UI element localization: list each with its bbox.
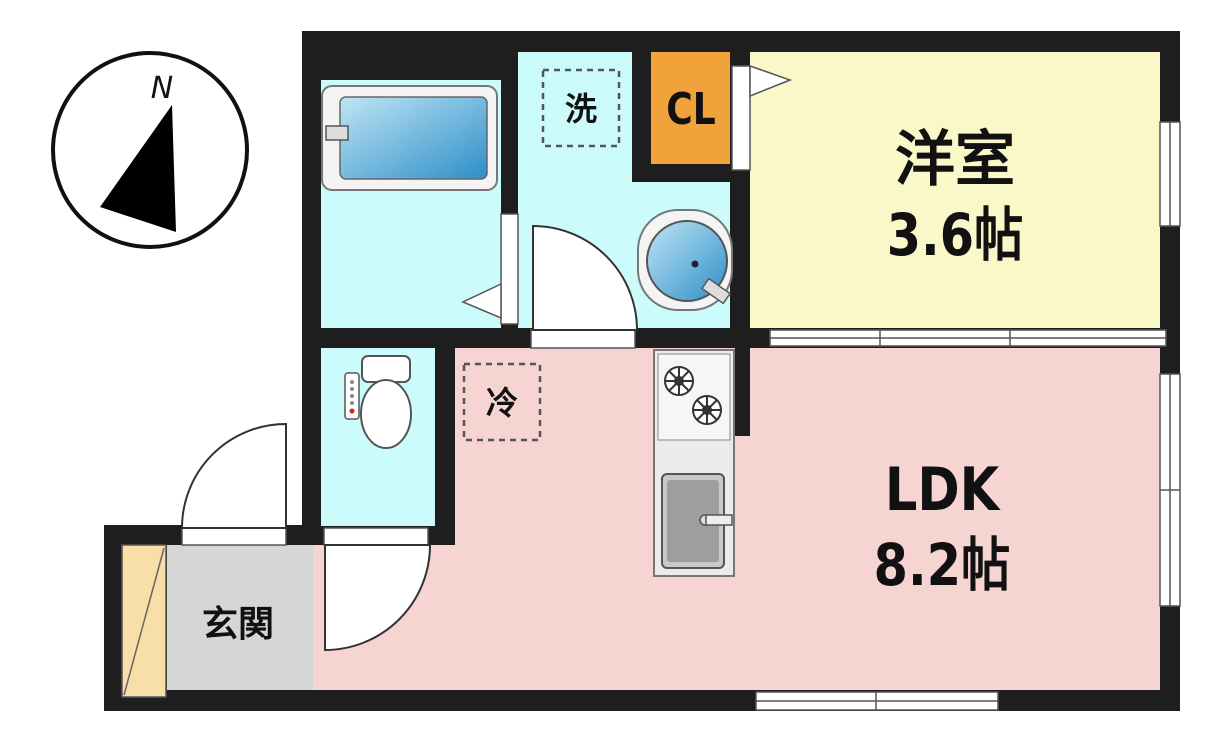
remote-button-red <box>349 408 355 414</box>
wash-basin <box>637 209 733 311</box>
shoebox-diagonal <box>123 547 165 696</box>
western-room-doors <box>769 329 1167 347</box>
closet <box>651 52 730 164</box>
bath-door-panel <box>500 213 519 325</box>
toilet-door <box>323 527 432 652</box>
remote-button <box>350 401 354 405</box>
western-room-name: 洋室 <box>895 125 1015 195</box>
remote-button <box>350 394 354 398</box>
ldk-right <box>737 348 1160 690</box>
basin-drain <box>691 260 699 268</box>
closet-door-panel <box>731 65 751 171</box>
burner-icon <box>664 366 694 396</box>
basin-faucet-icon <box>700 277 732 305</box>
burner-icon <box>692 395 722 425</box>
ldk-size: 8.2帖 <box>874 531 1011 599</box>
compass: N <box>51 51 249 249</box>
entrance-door-swing <box>180 422 287 529</box>
washroom-door-swing <box>532 224 639 331</box>
western-room <box>750 52 1160 328</box>
sink-faucet-icon <box>705 514 733 526</box>
fridge-label: 冷 <box>486 384 518 422</box>
washer-space: 洗 <box>541 68 621 148</box>
bathtub <box>321 85 498 191</box>
kitchen-wall-stub <box>735 348 750 436</box>
window-bottom <box>755 691 999 711</box>
north-arrow-icon <box>100 105 176 232</box>
ldk-name: LDK <box>885 455 1001 525</box>
bathtub-basin <box>339 96 488 180</box>
entrance <box>167 545 313 690</box>
entrance-door <box>180 422 287 546</box>
sink-basin <box>667 480 719 562</box>
remote-button <box>350 380 354 384</box>
closet-door <box>731 64 793 171</box>
north-label: N <box>151 71 173 106</box>
entrance-door-threshold <box>181 527 287 546</box>
fridge-outline <box>462 362 542 442</box>
toilet <box>344 355 412 449</box>
western-room-size: 3.6帖 <box>887 201 1024 269</box>
toilet-door-threshold <box>323 527 429 546</box>
closet-door-arrow <box>749 64 793 98</box>
kitchen <box>653 349 735 577</box>
washroom-door-threshold <box>530 329 636 349</box>
entrance-label: 玄関 <box>202 604 274 645</box>
faucet-icon <box>325 125 349 141</box>
washer-label: 洗 <box>565 90 597 128</box>
washer-outline <box>541 68 621 148</box>
closet-label: CL <box>666 85 715 135</box>
remote-button <box>350 387 354 391</box>
fridge-space: 冷 <box>462 362 542 442</box>
stove-top <box>657 353 731 441</box>
windows-right <box>1159 121 1181 607</box>
washroom-door <box>530 224 639 349</box>
toilet-tank <box>361 355 411 383</box>
bath-door <box>461 213 519 325</box>
bath-door-arrow <box>461 282 502 320</box>
toilet-bowl <box>360 379 412 449</box>
toilet-door-swing <box>324 544 432 652</box>
